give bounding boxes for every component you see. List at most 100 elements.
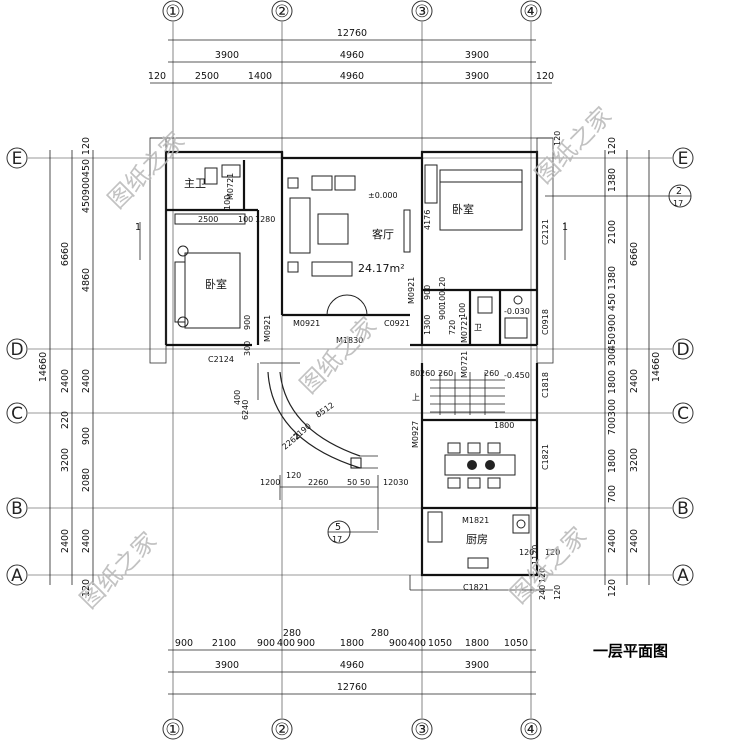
opening-code: C0921 (384, 319, 410, 328)
opening-code: C1818 (541, 372, 550, 398)
living-area: 24.17m² (358, 262, 405, 275)
dim-right-mid-2: 2400 (629, 369, 640, 393)
room-kitchen: 厨房 (466, 533, 488, 546)
axis-label-left-D: D (10, 340, 23, 360)
room-living: 客厅 (372, 227, 394, 241)
opening-code: M1830 (336, 336, 363, 345)
opening-code: M0921 (263, 315, 272, 342)
watermark-text: 图纸之家 (102, 127, 190, 215)
dim-right-in-5: 450 (607, 293, 618, 311)
dim-bottom-r2-2: 4960 (340, 660, 364, 671)
dim-interior: 100 (238, 215, 253, 224)
dim-interior: 120 (438, 277, 447, 292)
dim-bottom-r1-7: 900 (389, 638, 407, 649)
dim-top-r3-1: 120 (148, 71, 166, 82)
dim-interior: 260 (438, 369, 453, 378)
dim-interior: 900 (423, 285, 432, 300)
dim-top-r3-3: 1400 (248, 71, 272, 82)
dim-bottom-r1-10: 1800 (465, 638, 489, 649)
dim-left-in-7: 900 (81, 427, 92, 445)
room-labels: 客厅 24.17m² 卧室 卧室 主卫 厨房 卫 上 ±0.000 -0.030… (184, 177, 530, 546)
misc-number: 120 (538, 568, 547, 583)
axis-label-top-2: ② (274, 2, 289, 22)
dim-interior: 1280 (255, 215, 275, 224)
walls (149, 137, 554, 591)
dim-interior: 4176 (423, 210, 432, 230)
dim-right-in-12: 1800 (607, 449, 618, 473)
dim-bottom-r1-3: 900 (257, 638, 275, 649)
dim-interior: 100 (223, 195, 232, 210)
opening-code: M0721 (460, 316, 469, 343)
curved-terrace (257, 362, 379, 530)
dim-bottom-total: 12760 (337, 682, 367, 693)
dim-bottom-r1-1: 900 (175, 638, 193, 649)
dim-left-mid-1: 6660 (60, 242, 71, 266)
axis-label-right-B: B (677, 499, 689, 519)
dim-top-r2-1: 3900 (215, 50, 239, 61)
dim-left-in-3: 900 (81, 177, 92, 195)
dim-left-in-11: 220 (60, 411, 71, 429)
opening-code: C2124 (208, 355, 234, 364)
dim-right-in-3: 2100 (607, 220, 618, 244)
opening-code: M0927 (411, 421, 420, 448)
room-master-bath: 主卫 (184, 177, 206, 190)
axis-label-left-A: A (11, 566, 23, 586)
room-toilet: 卫 (474, 323, 482, 332)
stair (430, 372, 505, 415)
furniture (174, 164, 530, 569)
detail-ref-2-num: 2 (676, 186, 682, 197)
dim-interior: 100 (458, 303, 467, 318)
dim-right-in-14: 2400 (607, 529, 618, 553)
elevation-wc: -0.030 (504, 307, 530, 316)
dim-left-in-2: 450 (81, 159, 92, 177)
bottom-dimensions: 900 2100 900 400 900 1800 900 400 1050 1… (168, 628, 536, 695)
dim-right-in-1: 120 (607, 137, 618, 155)
dim-interior: 2260 (308, 478, 328, 487)
dim-right-mid-3: 3200 (629, 448, 640, 472)
dim-bottom-r1-11: 1050 (504, 638, 528, 649)
dim-right-mid-4: 2400 (629, 529, 640, 553)
dim-right-in-8: 300 (607, 348, 618, 366)
axis-label-bottom-4: ④ (523, 720, 538, 740)
axis-label-right-E: E (678, 149, 689, 169)
axis-label-bottom-3: ③ (414, 720, 429, 740)
opening-code: C0918 (541, 309, 550, 335)
misc-number: 120 (553, 131, 562, 146)
right-dimensions: 14660 6660 2400 3200 2400 120 1380 2100 … (604, 137, 662, 597)
dim-interior: 12030 (383, 478, 408, 487)
dim-interior: 8512 (314, 401, 336, 420)
dim-bottom-r1-8: 400 (408, 638, 426, 649)
room-bedroom-left: 卧室 (205, 277, 227, 291)
top-dimensions: 12760 3900 4960 3900 120 2500 1400 4960 … (148, 28, 554, 84)
dim-bottom-r1-4: 400 (277, 638, 295, 649)
dim-top-r3-4: 4960 (340, 71, 364, 82)
dim-interior: 1300 (423, 315, 432, 335)
dim-right-in-13: 700 (607, 485, 618, 503)
dim-bottom-small-1: 280 (283, 628, 301, 639)
dim-right-in-4: 1380 (607, 266, 618, 290)
dim-top-total: 12760 (337, 28, 367, 39)
dim-left-mid-2: 2400 (60, 369, 71, 393)
opening-code: M0921 (407, 277, 416, 304)
opening-code: C2121 (541, 219, 550, 245)
axis-label-left-B: B (11, 499, 23, 519)
opening-codes: M0721 M0921 C0921 M0921 M1830 C2124 M092… (208, 173, 550, 592)
dim-interior: 1800 (494, 421, 514, 430)
dim-left-in-1: 120 (81, 137, 92, 155)
stair-up-label: 上 (412, 393, 420, 402)
dim-left-in-5: 4860 (81, 268, 92, 292)
dim-bottom-r1-9: 1050 (428, 638, 452, 649)
opening-code: M0921 (293, 319, 320, 328)
axis-label-top-1: ① (165, 2, 180, 22)
detail-ref-5-sheet: 17 (332, 535, 342, 544)
dim-bottom-r2-1: 3900 (215, 660, 239, 671)
dim-bottom-r2-3: 3900 (465, 660, 489, 671)
misc-number: 1120 (531, 545, 540, 565)
dim-interior: 260 (484, 369, 499, 378)
dim-top-r2-2: 4960 (340, 50, 364, 61)
dim-interior: 6240 (241, 400, 250, 420)
dim-left-in-4: 450 (81, 195, 92, 213)
dim-interior: 120 (519, 548, 534, 557)
dim-left-in-9: 2400 (81, 529, 92, 553)
axis-label-right-D: D (676, 340, 689, 360)
